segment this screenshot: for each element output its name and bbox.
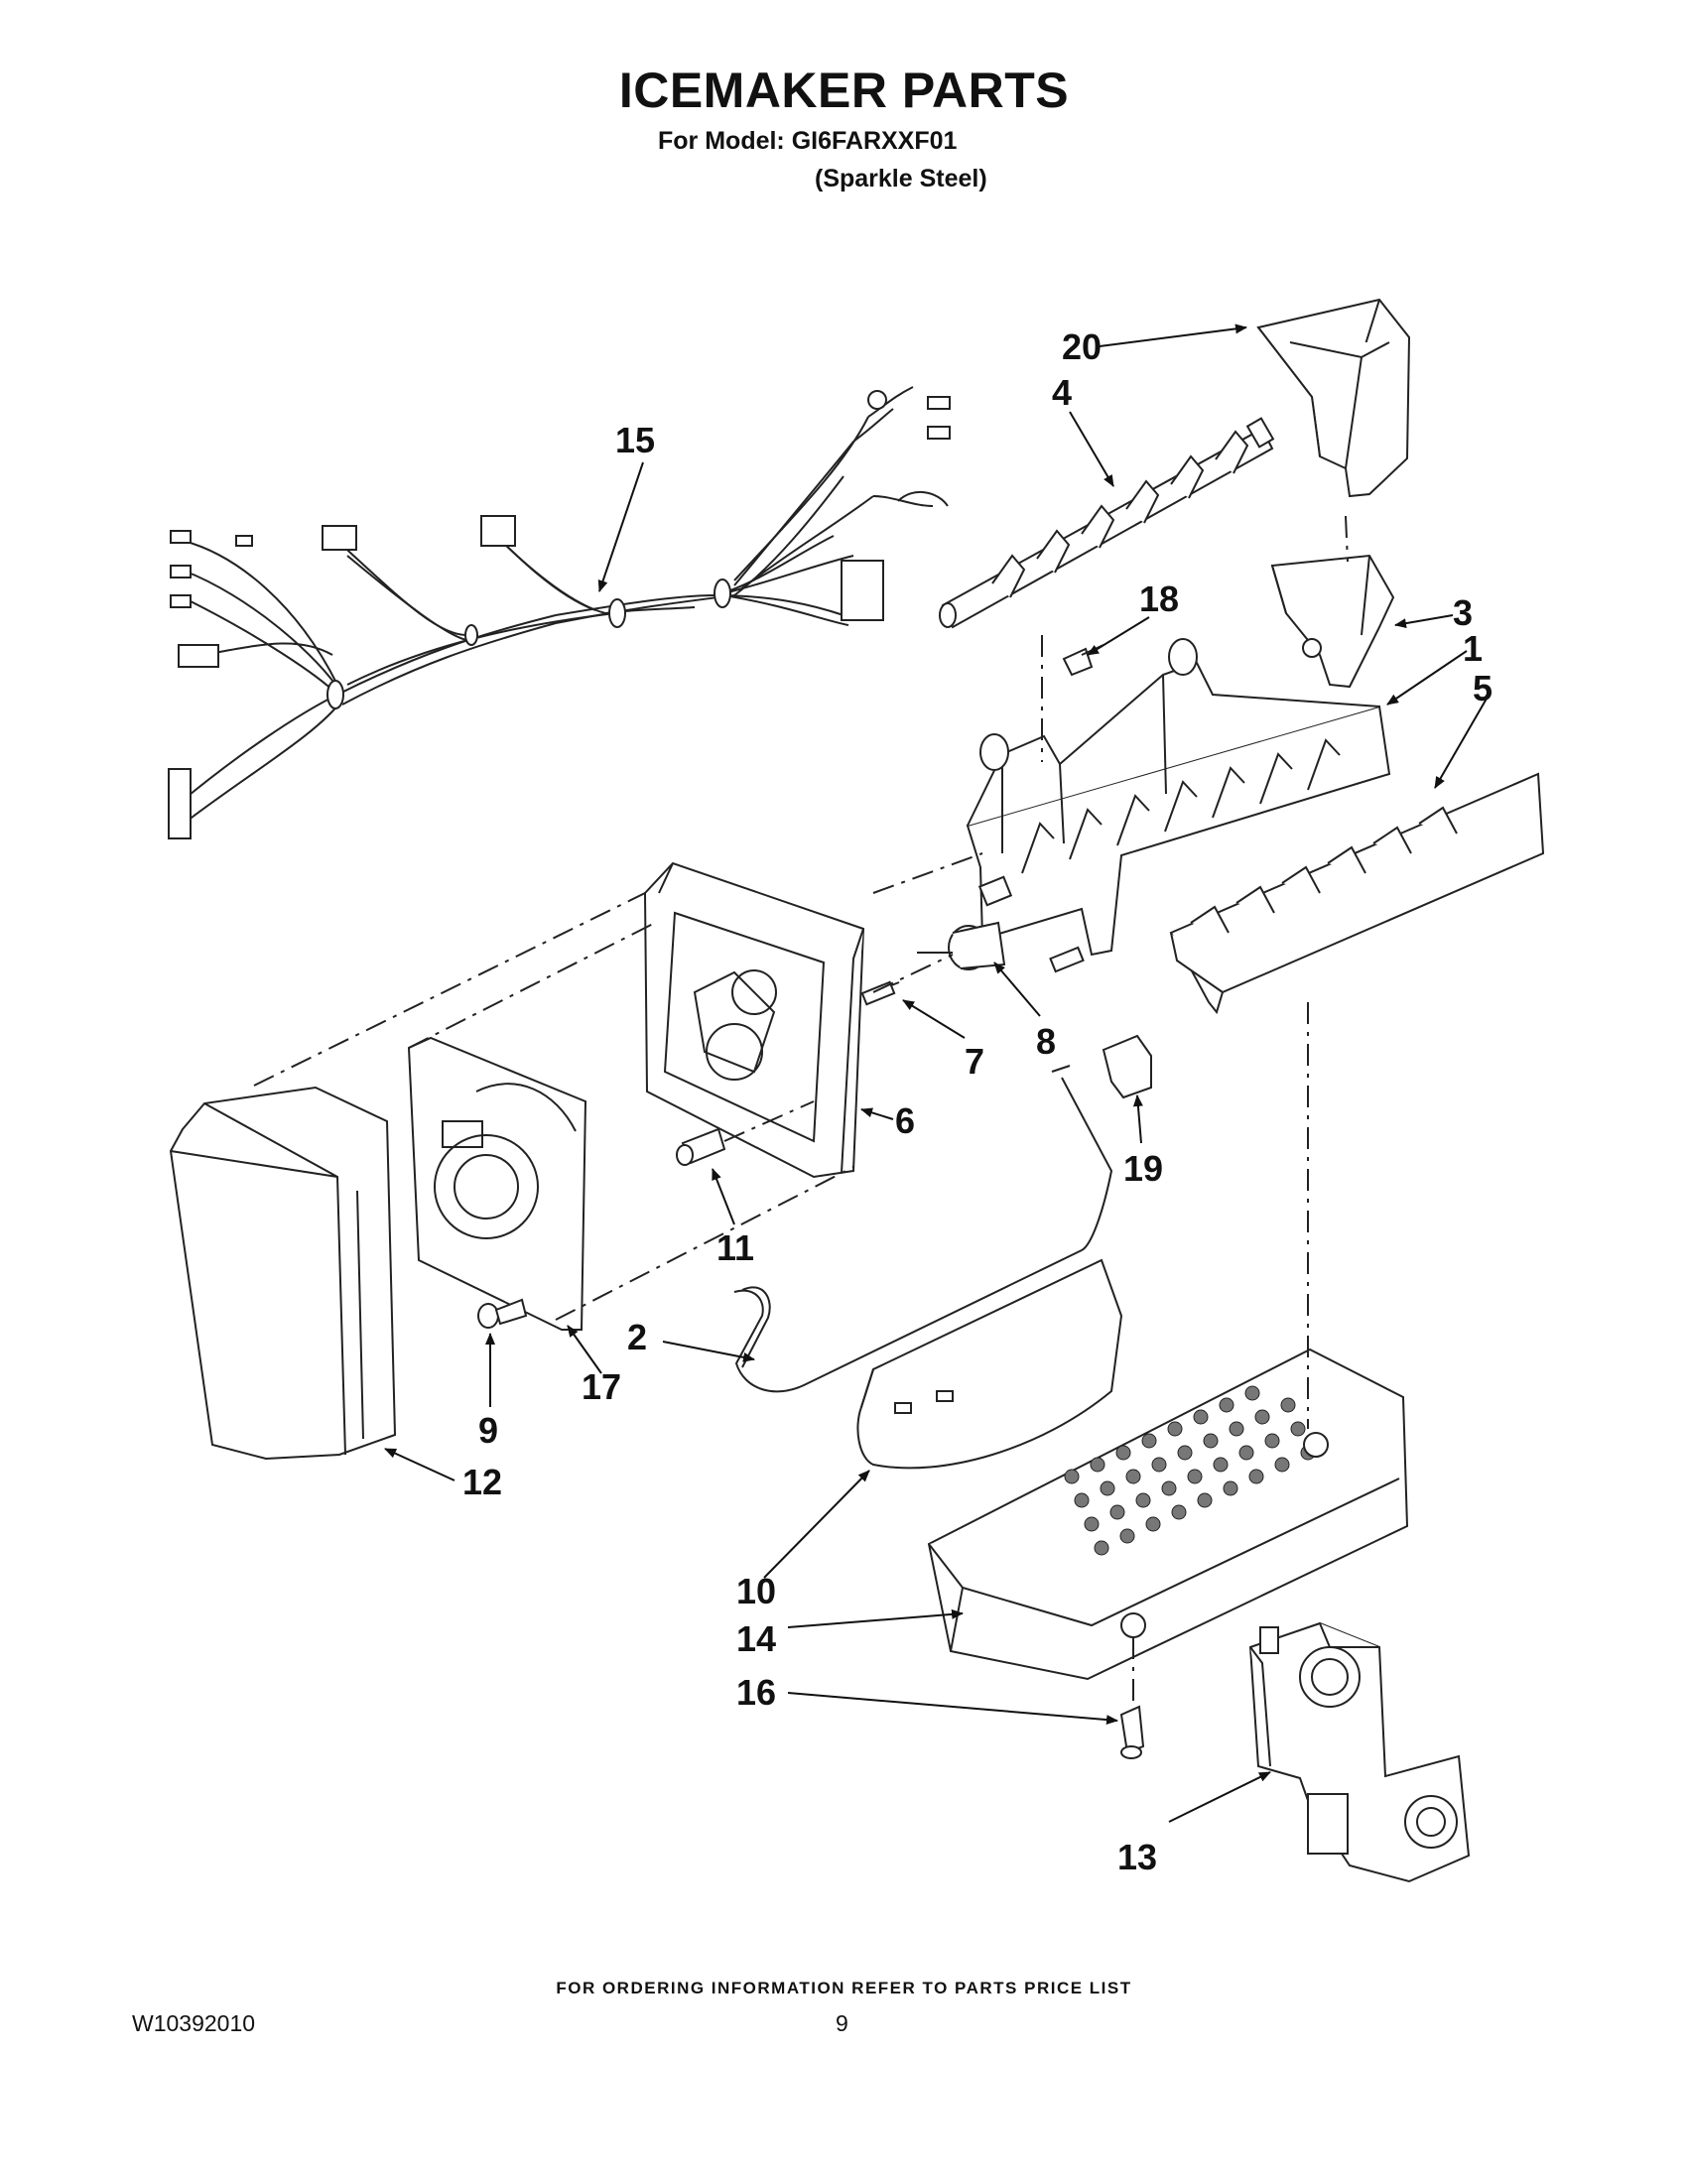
variant-line: (Sparkle Steel): [815, 165, 987, 193]
callout-9: 9: [478, 1410, 498, 1451]
callout-13: 13: [1117, 1837, 1157, 1877]
ejector-part: [939, 417, 1275, 629]
ice-level-shield-part: [856, 1258, 1123, 1470]
page-number: 9: [836, 2010, 848, 2036]
callout-2: 2: [627, 1317, 647, 1357]
cover-part: [169, 1086, 397, 1461]
callout-11: 11: [716, 1227, 754, 1268]
callout-17: 17: [582, 1366, 621, 1407]
callout-7: 7: [965, 1041, 984, 1082]
callout-19: 19: [1123, 1148, 1163, 1189]
callout-6: 6: [895, 1100, 915, 1141]
ordering-note: FOR ORDERING INFORMATION REFER TO PARTS …: [556, 1979, 1132, 1997]
callout-18: 18: [1139, 578, 1179, 619]
leader-arrows: [384, 323, 1488, 1823]
mounting-plate-part: [643, 861, 865, 1179]
stripper-part: [1169, 772, 1545, 1015]
wire-harness-connectors: [168, 390, 951, 839]
clip-part: [1102, 1034, 1152, 1099]
wire-harness-part: [178, 386, 934, 825]
fill-cup-bracket-part: [1270, 554, 1395, 689]
alignment-lines: [253, 515, 1349, 1709]
ice-mold-part: [966, 638, 1391, 957]
thermistor-part: [872, 921, 1006, 993]
callout-12: 12: [462, 1462, 502, 1502]
screw-16-part: [1119, 1705, 1145, 1759]
callout-20: 20: [1062, 326, 1102, 367]
callout-10: 10: [736, 1571, 776, 1611]
callout-1: 1: [1463, 628, 1483, 669]
callout-8: 8: [1036, 1021, 1056, 1062]
callout-3: 3: [1453, 592, 1473, 633]
screw-11-part: [676, 1127, 726, 1166]
callout-14: 14: [736, 1618, 776, 1659]
callout-4: 4: [1052, 372, 1072, 413]
callout-labels: 20 4 15 18 3 1 5 8 7 6 19 11 2 17 9 12 1…: [462, 326, 1493, 1877]
shutoff-arm-part: [733, 1065, 1113, 1393]
screw-9-part: [477, 1298, 528, 1329]
water-valve-part: [1248, 1621, 1471, 1883]
connector-pins-part: [860, 875, 1085, 1006]
motor-housing-part: [407, 1036, 587, 1331]
page-title: ICEMAKER PARTS: [618, 63, 1070, 118]
ice-tray-part: [927, 1348, 1409, 1681]
document-number: W10392010: [132, 2010, 256, 2036]
callout-15: 15: [615, 420, 655, 460]
fill-cup-part: [1256, 298, 1411, 498]
model-line: For Model: GI6FARXXF01: [658, 127, 958, 155]
callout-5: 5: [1473, 668, 1493, 708]
callout-16: 16: [736, 1672, 776, 1713]
